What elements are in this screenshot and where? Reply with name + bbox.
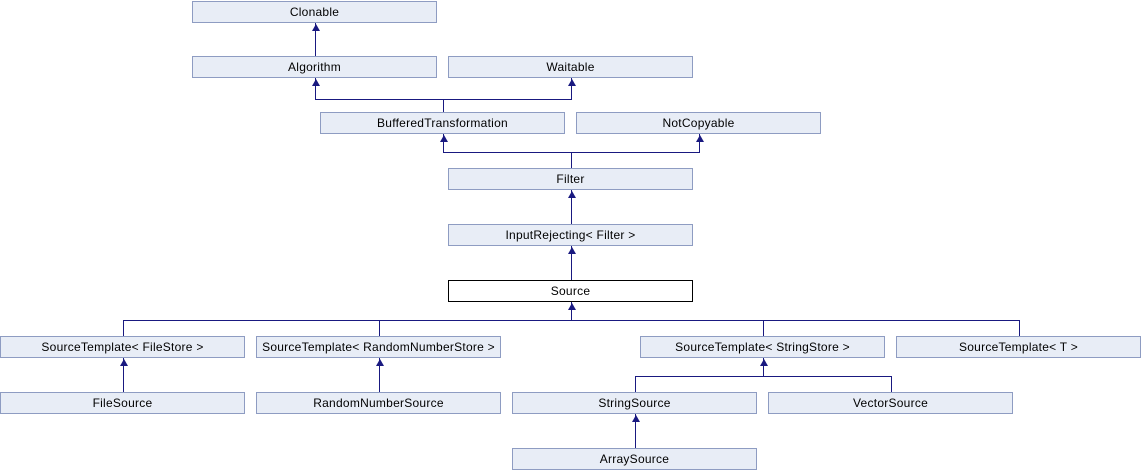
class-node-label: BufferedTransformation xyxy=(377,116,508,130)
class-node-filesource[interactable]: FileSource xyxy=(0,392,245,414)
inheritance-edge-line xyxy=(123,320,1020,321)
inheritance-edge-line xyxy=(571,78,572,99)
class-node-label: InputRejecting< Filter > xyxy=(505,228,636,242)
arrow-up-icon xyxy=(695,135,704,142)
class-node-arraysource[interactable]: ArraySource xyxy=(512,448,757,470)
class-node-label: Algorithm xyxy=(288,60,341,74)
class-node-label: Clonable xyxy=(289,5,340,19)
inheritance-edge-line xyxy=(571,152,572,168)
class-node-inputrejecting[interactable]: InputRejecting< Filter > xyxy=(448,224,693,246)
inheritance-edge-line xyxy=(315,40,316,56)
inheritance-edge-line xyxy=(763,358,764,376)
class-node-st_t[interactable]: SourceTemplate< T > xyxy=(896,336,1141,358)
class-node-label: FileSource xyxy=(92,396,153,410)
class-node-st_filestore[interactable]: SourceTemplate< FileStore > xyxy=(0,336,245,358)
class-node-filter[interactable]: Filter xyxy=(448,168,693,190)
inheritance-edge-line xyxy=(635,376,636,392)
class-node-label: Filter xyxy=(556,172,585,186)
inheritance-edge-line xyxy=(379,320,380,336)
arrow-up-icon xyxy=(759,359,768,366)
inheritance-edge-line xyxy=(443,134,444,152)
inheritance-edge-line xyxy=(1019,320,1020,336)
inheritance-edge-line xyxy=(123,375,124,392)
class-node-label: SourceTemplate< RandomNumberStore > xyxy=(262,340,495,354)
inheritance-edge-line xyxy=(891,376,892,392)
class-node-label: ArraySource xyxy=(599,452,670,466)
arrow-up-icon xyxy=(311,79,320,86)
inheritance-edge-line xyxy=(315,23,316,40)
inheritance-edge-line xyxy=(443,152,700,153)
inheritance-edge-line xyxy=(315,99,572,100)
class-node-waitable[interactable]: Waitable xyxy=(448,56,693,78)
arrow-up-icon xyxy=(375,359,384,366)
arrow-up-icon xyxy=(567,79,576,86)
inheritance-edge-line xyxy=(571,246,572,263)
class-node-randomnumbersource[interactable]: RandomNumberSource xyxy=(256,392,501,414)
class-node-label: SourceTemplate< StringStore > xyxy=(675,340,850,354)
class-node-buffered[interactable]: BufferedTransformation xyxy=(320,112,565,134)
arrow-up-icon xyxy=(311,24,320,31)
class-node-st_stringstore[interactable]: SourceTemplate< StringStore > xyxy=(640,336,885,358)
inheritance-edge-line xyxy=(763,320,764,336)
inheritance-edge-line xyxy=(379,358,380,375)
inheritance-edge-line xyxy=(635,376,892,377)
arrow-up-icon xyxy=(439,135,448,142)
inheritance-edge-line xyxy=(635,414,636,431)
arrow-up-icon xyxy=(631,415,640,422)
inheritance-edge-line xyxy=(123,358,124,375)
inheritance-edge-line xyxy=(315,78,316,99)
inheritance-edge-line xyxy=(571,190,572,207)
arrow-up-icon xyxy=(567,303,576,310)
class-node-st_randomstore[interactable]: SourceTemplate< RandomNumberStore > xyxy=(256,336,501,358)
class-node-label: NotCopyable xyxy=(662,116,735,130)
arrow-up-icon xyxy=(567,191,576,198)
class-node-algorithm[interactable]: Algorithm xyxy=(192,56,437,78)
inheritance-edge-line xyxy=(571,302,572,320)
inheritance-edge-line xyxy=(443,99,444,112)
class-node-label: StringSource xyxy=(598,396,671,410)
inheritance-edge-line xyxy=(635,431,636,448)
arrow-up-icon xyxy=(567,247,576,254)
class-node-vectorsource[interactable]: VectorSource xyxy=(768,392,1013,414)
inheritance-edge-line xyxy=(123,320,124,336)
class-node-label: Source xyxy=(550,284,591,298)
arrow-up-icon xyxy=(119,359,128,366)
class-node-label: SourceTemplate< T > xyxy=(958,340,1079,354)
class-node-source: Source xyxy=(448,280,693,302)
inheritance-edge-line xyxy=(571,263,572,280)
class-node-label: VectorSource xyxy=(852,396,929,410)
class-node-label: RandomNumberSource xyxy=(313,396,444,410)
inheritance-edge-line xyxy=(379,375,380,392)
class-node-stringsource[interactable]: StringSource xyxy=(512,392,757,414)
class-node-notcopyable[interactable]: NotCopyable xyxy=(576,112,821,134)
class-node-label: SourceTemplate< FileStore > xyxy=(41,340,204,354)
class-node-label: Waitable xyxy=(546,60,595,74)
inheritance-edge-line xyxy=(699,134,700,152)
class-node-clonable[interactable]: Clonable xyxy=(192,1,437,23)
inheritance-edge-line xyxy=(571,207,572,224)
